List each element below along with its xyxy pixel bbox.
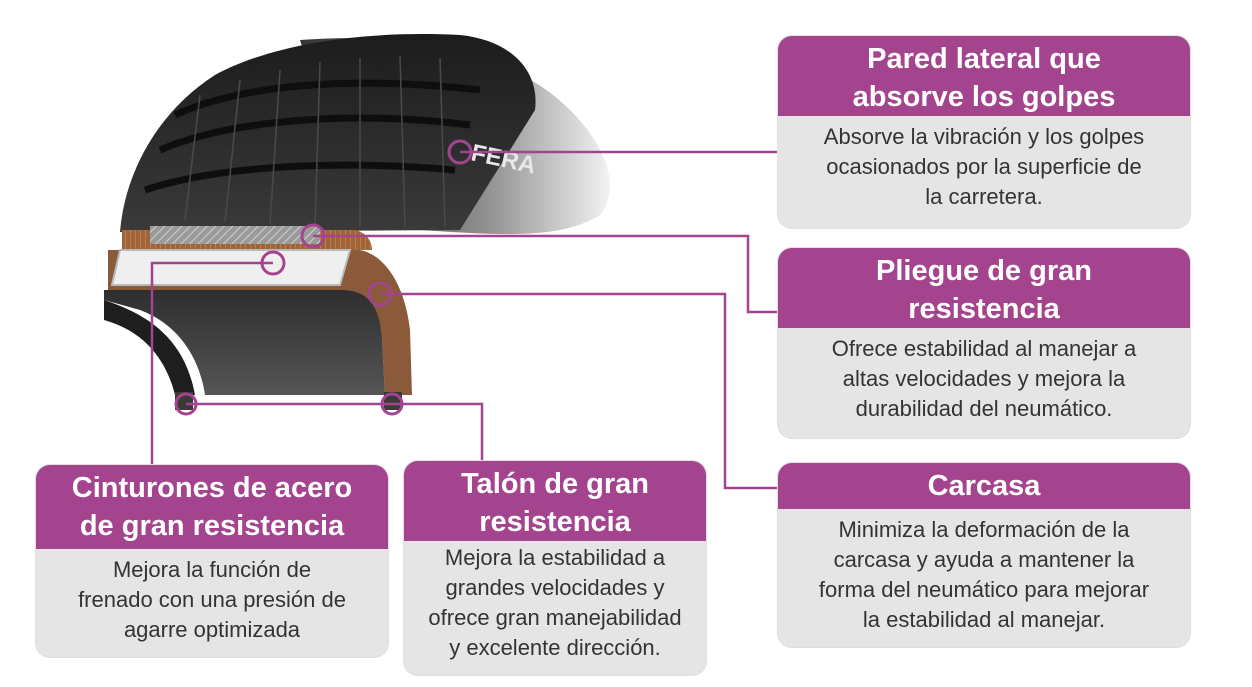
tire-tread	[120, 34, 536, 233]
inner-liner	[104, 290, 385, 395]
bead-marker-left	[174, 392, 198, 416]
carcass-layer	[108, 250, 412, 395]
carcass-title: Carcasa	[778, 463, 1190, 509]
sidewall-title: Pared lateral que absorve los golpes	[778, 36, 1190, 116]
ply-title: Pliegue de gran resistencia	[778, 248, 1190, 328]
sidewall-marker	[447, 139, 473, 165]
leader-lines	[150, 150, 778, 490]
bead-marker-right	[380, 392, 404, 416]
sidewall-description: Absorve la vibración y los golpes ocasio…	[823, 124, 1145, 209]
ply-description: Ofrece estabilidad al manejar a altas ve…	[831, 336, 1137, 421]
sidewall-callout: Pared lateral que absorve los golpes Abs…	[778, 36, 1190, 228]
bead-description: Mejora la estabilidad a grandes velocida…	[428, 545, 682, 660]
carcass-description: Minimiza la deformación de la carcasa y …	[818, 517, 1150, 632]
steel-belts-title: Cinturones de acero de gran resistencia	[36, 465, 388, 549]
steel-belt-marker	[260, 250, 286, 276]
bead-callout: Talón de gran resistencia Mejora la esta…	[404, 461, 706, 675]
steel-belts-description: Mejora la función de frenado con una pre…	[78, 557, 346, 642]
inner-white-layer	[110, 249, 352, 286]
ply-callout: Pliegue de gran resistencia Ofrece estab…	[778, 248, 1190, 438]
steel-belt-layer	[150, 226, 320, 244]
bead-title: Talón de gran resistencia	[404, 461, 706, 541]
carcass-marker	[367, 281, 393, 307]
ply-marker	[300, 223, 326, 249]
carcass-callout: Carcasa Minimiza la deformación de la ca…	[778, 463, 1190, 647]
tread-grooves	[143, 79, 481, 194]
steel-belts-callout: Cinturones de acero de gran resistencia …	[36, 465, 388, 657]
